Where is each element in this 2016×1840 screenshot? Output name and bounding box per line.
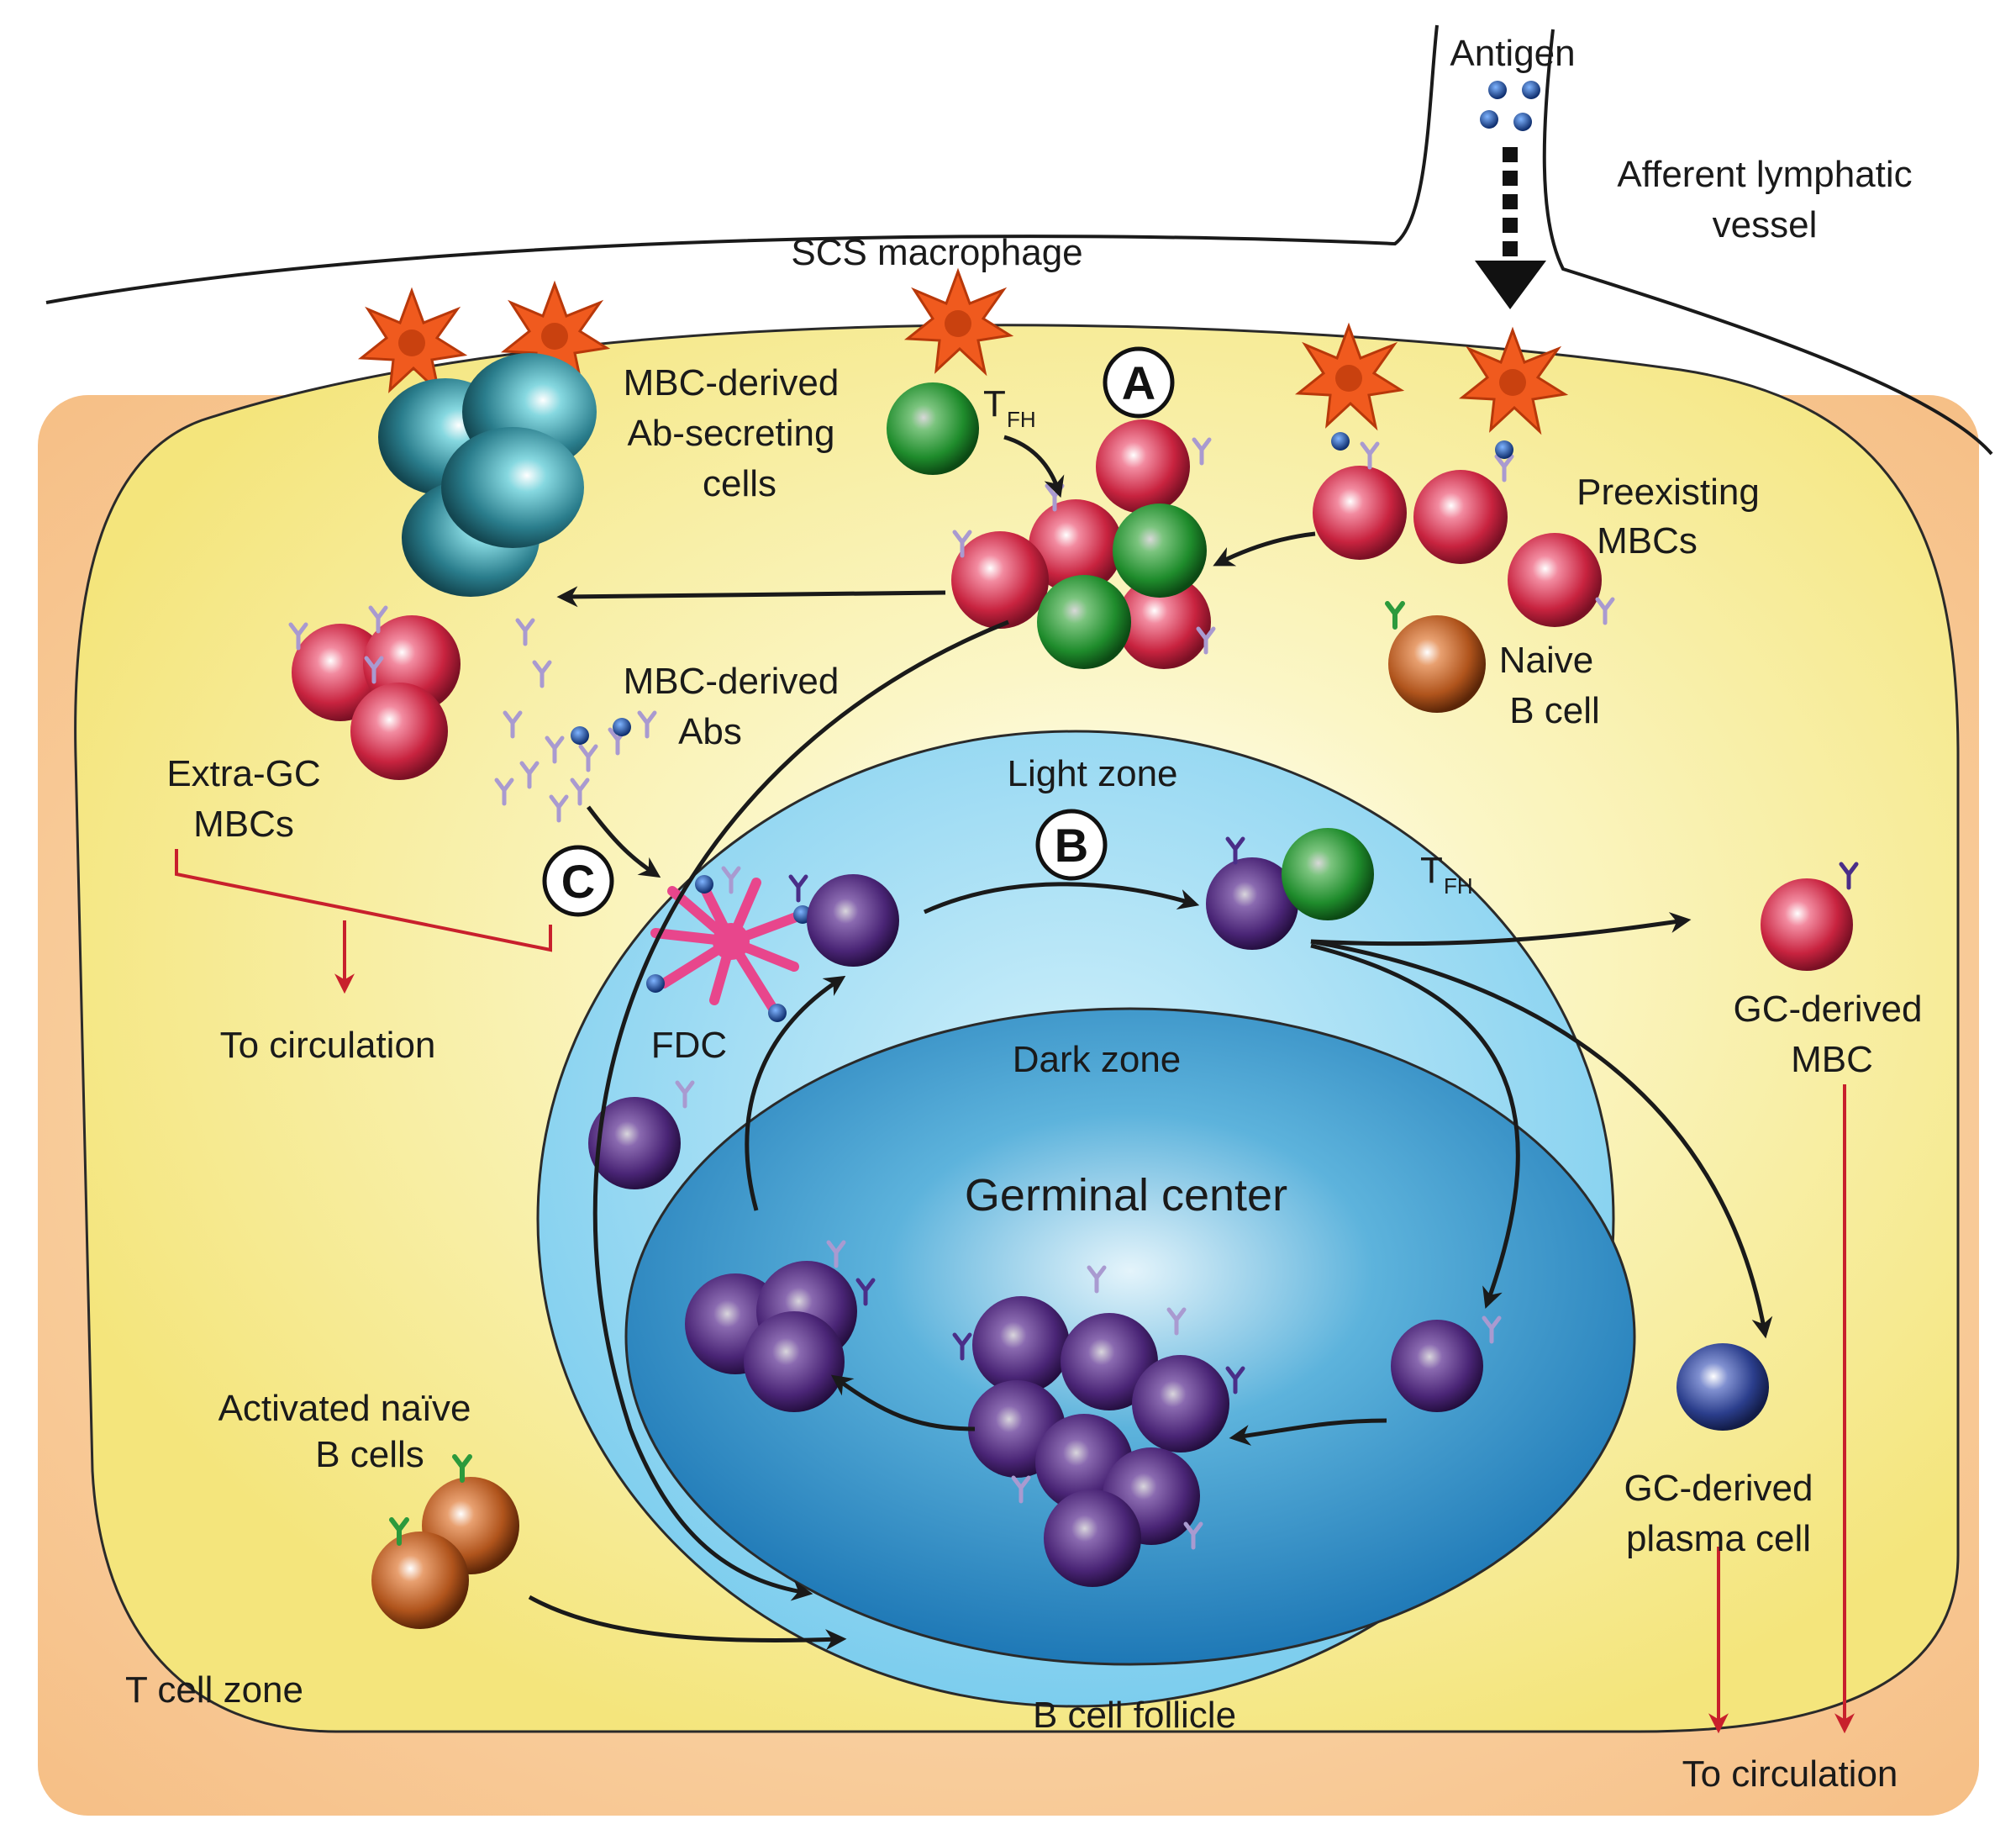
label-mbc-asc-line1: MBC-derived: [624, 362, 840, 403]
antigen-particles: [1480, 81, 1540, 131]
to-circulation-paths: [175, 849, 1855, 1734]
activated-naive-cells: [371, 1457, 519, 1629]
preexisting-mbcs: [1313, 432, 1613, 627]
label-germinal-center: Germinal center: [965, 1170, 1287, 1221]
marker-a-circle: [1103, 346, 1175, 419]
marker-c-circle: [542, 845, 614, 917]
label-antigen: Antigen: [1450, 33, 1575, 74]
lymphatic-wall-right: [1542, 29, 1993, 456]
label-naive-line2: B cell: [1509, 690, 1600, 731]
label-afferent-line2: vessel: [1713, 204, 1818, 245]
label-preexisting-line1: Preexisting: [1576, 472, 1760, 513]
flow-arrows: [528, 435, 1773, 1651]
antigen-flow-arrow-head: [1475, 261, 1546, 309]
label-fdc: FDC: [651, 1025, 727, 1066]
marker-c-letter: C: [561, 855, 595, 908]
dark-zone-cluster: [955, 1268, 1243, 1587]
marker-b-letter: B: [1055, 819, 1088, 872]
tfh-cell-top: [887, 382, 979, 475]
label-afferent-line1: Afferent lymphatic: [1617, 154, 1912, 195]
label-extra-gc-line2: MBCs: [193, 804, 294, 845]
label-preexisting-line2: MBCs: [1597, 520, 1698, 561]
label-activated-line1: Activated naïve: [218, 1388, 471, 1429]
label-naive-line1: Naive: [1499, 640, 1594, 681]
gc-derived-mbc-cell: [1761, 878, 1853, 971]
label-gc-plasma-line1: GC-derived: [1624, 1468, 1813, 1509]
marker-b-circle: [1035, 809, 1108, 881]
label-tfh-lz-main: T: [1420, 850, 1443, 891]
gc-b-cells: [588, 839, 1499, 1412]
gc-plasma-cell: [1676, 1343, 1769, 1431]
label-tfh-lz-sub: FH: [1444, 873, 1473, 899]
label-b-cell-follicle: B cell follicle: [1033, 1695, 1236, 1736]
naive-b-cell: [1388, 615, 1486, 713]
label-scs-macrophage: SCS macrophage: [791, 232, 1082, 273]
label-tfh-top-sub: FH: [1007, 407, 1036, 432]
marker-a-letter: A: [1122, 356, 1155, 409]
cluster-a-cells: [951, 419, 1213, 669]
label-tfh-top-main: T: [983, 383, 1006, 424]
lymphatic-wall-left: [45, 24, 1439, 304]
fdc-cell: [646, 868, 812, 1022]
label-to-circulation-left: To circulation: [220, 1025, 436, 1066]
label-dark-zone: Dark zone: [1013, 1039, 1182, 1080]
extra-gc-mbcs: [291, 608, 461, 780]
label-to-circulation-right: To circulation: [1682, 1753, 1898, 1795]
label-mbc-abs-line1: MBC-derived: [624, 661, 840, 702]
label-mbc-abs-line2: Abs: [678, 711, 742, 752]
label-mbc-asc-line2: Ab-secreting: [627, 413, 834, 454]
label-gc-plasma-line2: plasma cell: [1626, 1518, 1811, 1559]
ab-secreting-cells-cluster: [378, 353, 597, 597]
label-extra-gc-line1: Extra-GC: [166, 753, 320, 794]
label-gc-mbc-line1: GC-derived: [1734, 989, 1923, 1030]
label-activated-line2: B cells: [315, 1434, 424, 1475]
label-light-zone: Light zone: [1007, 753, 1177, 794]
tfh-cell-light-zone: [1282, 828, 1374, 920]
label-t-cell-zone: T cell zone: [125, 1669, 303, 1711]
label-mbc-asc-line3: cells: [703, 463, 776, 504]
label-gc-mbc-line2: MBC: [1791, 1039, 1873, 1080]
